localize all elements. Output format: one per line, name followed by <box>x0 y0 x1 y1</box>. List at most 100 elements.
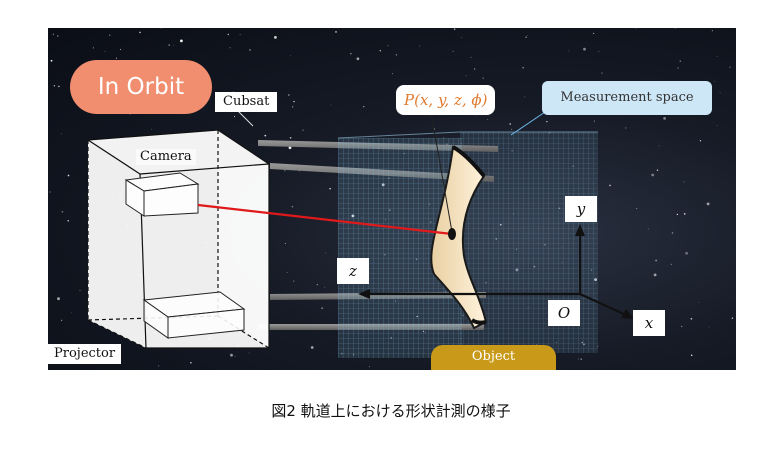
star <box>474 68 476 70</box>
star <box>699 140 702 142</box>
star <box>653 273 657 277</box>
star <box>49 191 51 193</box>
star <box>731 317 734 319</box>
star <box>482 77 484 79</box>
star <box>729 66 731 68</box>
star <box>227 33 230 36</box>
star <box>363 106 365 108</box>
star <box>663 117 666 120</box>
star <box>452 50 454 52</box>
star <box>719 92 721 94</box>
star <box>274 36 277 39</box>
star <box>79 289 81 291</box>
star <box>676 213 679 216</box>
star <box>453 28 456 31</box>
star <box>690 354 693 357</box>
star <box>160 28 162 29</box>
in-orbit-badge: In Orbit <box>70 60 212 114</box>
star <box>609 184 611 187</box>
star <box>636 208 638 209</box>
star <box>335 31 337 33</box>
star <box>716 125 718 127</box>
star <box>708 326 710 328</box>
star <box>92 47 95 49</box>
star <box>284 243 286 245</box>
star <box>465 75 467 77</box>
star <box>288 146 292 150</box>
star <box>291 106 294 108</box>
measurement-leader-line <box>510 111 546 136</box>
star <box>115 57 117 59</box>
coordinate-axes <box>358 224 634 319</box>
star <box>293 100 295 103</box>
star <box>598 51 600 52</box>
star <box>525 36 527 38</box>
star <box>293 280 295 282</box>
star <box>190 362 192 364</box>
star <box>264 134 267 137</box>
star <box>658 145 660 147</box>
star <box>120 49 122 51</box>
star <box>284 170 286 172</box>
star <box>656 169 659 171</box>
star <box>139 31 141 34</box>
point-coordinate-label: P(x, y, z, ϕ) <box>396 85 496 115</box>
x-axis-label: x <box>633 310 665 336</box>
star <box>180 39 183 43</box>
star <box>568 50 570 52</box>
star <box>316 284 318 286</box>
star <box>302 129 304 131</box>
star <box>50 59 53 62</box>
star <box>593 32 595 34</box>
star <box>109 34 111 36</box>
star <box>625 127 627 129</box>
star <box>647 228 649 230</box>
camera-device <box>124 172 200 217</box>
star <box>350 53 352 55</box>
star <box>509 123 512 125</box>
star <box>395 54 398 56</box>
star <box>325 252 327 254</box>
star <box>234 116 236 118</box>
star <box>387 45 389 47</box>
figure-caption: 図2 軌道上における形状計測の様子 <box>271 402 511 420</box>
star <box>683 213 686 215</box>
star <box>230 353 233 357</box>
star <box>593 120 595 122</box>
origin-label: O <box>548 300 580 326</box>
star <box>104 50 106 52</box>
projector-device <box>142 291 246 339</box>
star <box>67 220 69 222</box>
star <box>685 251 688 255</box>
star <box>249 49 251 51</box>
star <box>635 28 637 30</box>
star <box>524 96 526 98</box>
star <box>583 47 586 51</box>
star <box>67 174 70 177</box>
y-axis-label: y <box>565 196 597 222</box>
star <box>61 210 64 213</box>
star <box>580 358 582 360</box>
star <box>577 358 579 360</box>
star <box>168 44 171 46</box>
star <box>173 45 175 47</box>
star <box>671 232 674 234</box>
star <box>60 319 63 322</box>
camera-label: Camera <box>136 149 196 165</box>
star <box>511 128 513 130</box>
star <box>706 202 710 206</box>
star <box>391 73 393 75</box>
star <box>683 181 685 183</box>
star <box>330 104 332 106</box>
star <box>460 37 462 38</box>
measurement-space-front-plane <box>338 138 462 358</box>
star <box>70 312 72 314</box>
cubsat-leader-line <box>236 109 254 127</box>
orbit-measurement-figure: In Orbit Cubsat Camera Projector P(x, y,… <box>48 28 736 370</box>
point-leader-line <box>430 111 453 233</box>
star <box>526 34 528 36</box>
star <box>368 366 370 368</box>
star <box>601 72 603 74</box>
star <box>677 67 679 69</box>
star <box>522 67 524 69</box>
